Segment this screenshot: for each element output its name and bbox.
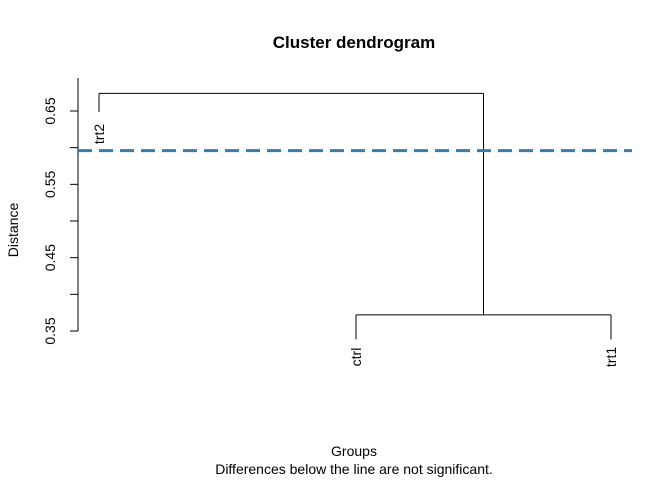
leaf-label-ctrl: ctrl	[348, 348, 364, 367]
x-axis-label: Groups	[331, 443, 377, 459]
chart-subtitle: Differences below the line are not signi…	[215, 461, 493, 477]
leaf-labels: trt2 ctrl trt1	[91, 124, 619, 367]
dendrogram-branches	[98, 92, 612, 340]
chart-title: Cluster dendrogram	[273, 33, 435, 52]
y-axis-label: Distance	[5, 203, 21, 258]
y-tick-label: 0.45	[42, 244, 58, 271]
leaf-label-trt1: trt1	[603, 347, 619, 367]
y-tick-label: 0.35	[42, 317, 58, 344]
leaf-label-trt2: trt2	[91, 124, 107, 144]
y-tick-label: 0.55	[42, 170, 58, 197]
y-axis-ticks: 0.35 0.45 0.55 0.65	[42, 97, 78, 345]
y-tick-label: 0.65	[42, 97, 58, 124]
